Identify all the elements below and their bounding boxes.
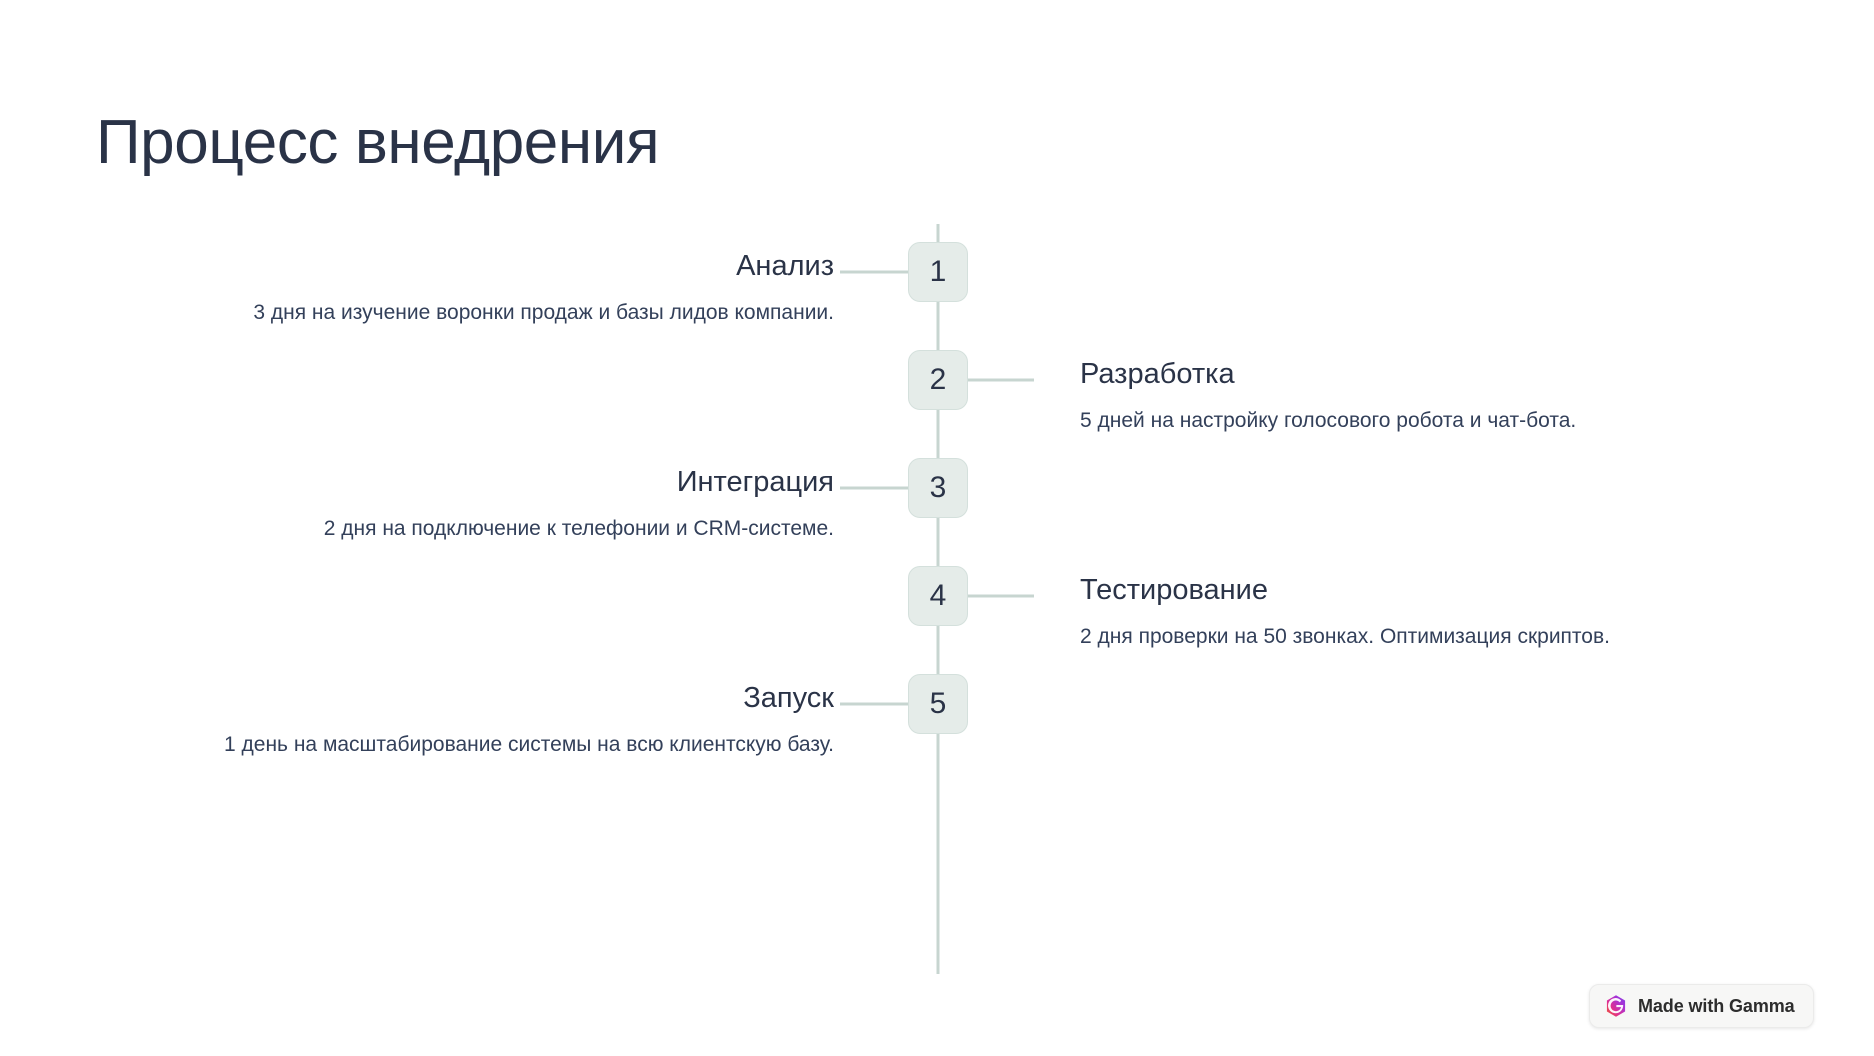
step-title: Разработка [1080,358,1235,390]
step-content: Запуск 1 день на масштабирование системы … [144,680,834,762]
made-with-gamma-badge[interactable]: Made with Gamma [1589,984,1814,1028]
step-number-badge[interactable]: 1 [908,242,968,302]
step-number-badge[interactable]: 5 [908,674,968,734]
step-description: 5 дней на настройку голосового робота и … [1080,409,1577,433]
step-title: Запуск [743,682,834,714]
step-connector-line [966,378,1034,382]
gamma-hexagon-logo-icon [1606,995,1626,1017]
step-description: 3 дня на изучение воронки продаж и базы … [253,301,834,325]
step-connector-line [840,486,908,490]
step-number-badge[interactable]: 4 [908,566,968,626]
step-title: Интеграция [676,466,834,498]
step-description: 2 дня проверки на 50 звонках. Оптимизаци… [1080,625,1610,649]
step-connector-line [966,594,1034,598]
step-number-badge[interactable]: 2 [908,350,968,410]
step-description: 1 день на масштабирование системы на всю… [224,733,834,757]
step-title: Тестирование [1080,574,1269,606]
step-title: Анализ [736,250,834,282]
step-content: Интеграция 2 дня на подключение к телефон… [144,464,834,546]
step-content: Анализ 3 дня на изучение воронки продаж и… [144,248,834,330]
step-number-badge[interactable]: 3 [908,458,968,518]
made-with-gamma-label: Made with Gamma [1638,995,1795,1016]
page-title: Процесс внедрения [96,107,660,177]
step-content: Тестирование 2 дня проверки на 50 звонках… [1080,572,1770,654]
step-content: Разработка 5 дней на настройку голосового… [1080,356,1770,438]
step-connector-line [840,702,908,706]
step-description: 2 дня на подключение к телефонии и CRM-с… [323,517,834,541]
step-connector-line [840,270,908,274]
